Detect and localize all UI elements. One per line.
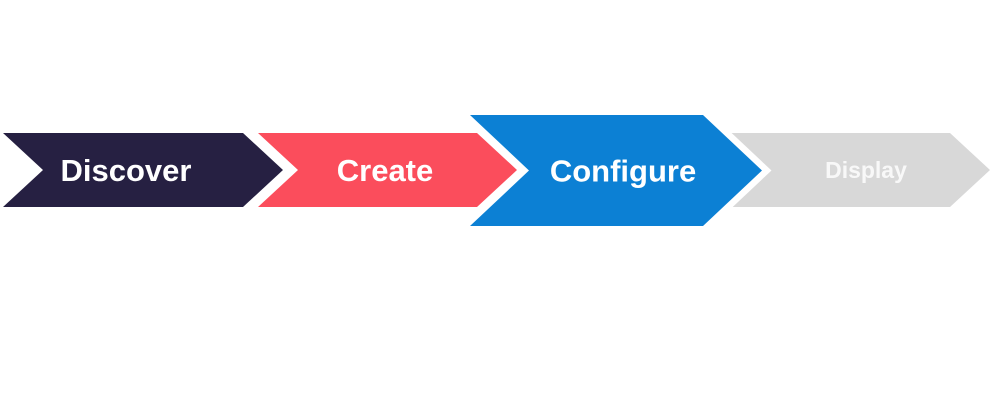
chevron-step-label-discover: Discover — [61, 153, 192, 188]
chevron-step-create — [241, 126, 527, 214]
chevron-step-label-create: Create — [337, 153, 434, 188]
chevron-step-label-display: Display — [825, 157, 907, 183]
chevron-step-discover — [0, 126, 293, 214]
chevron-step-configure — [453, 108, 772, 233]
chevron-step-label-configure: Configure — [550, 154, 696, 189]
